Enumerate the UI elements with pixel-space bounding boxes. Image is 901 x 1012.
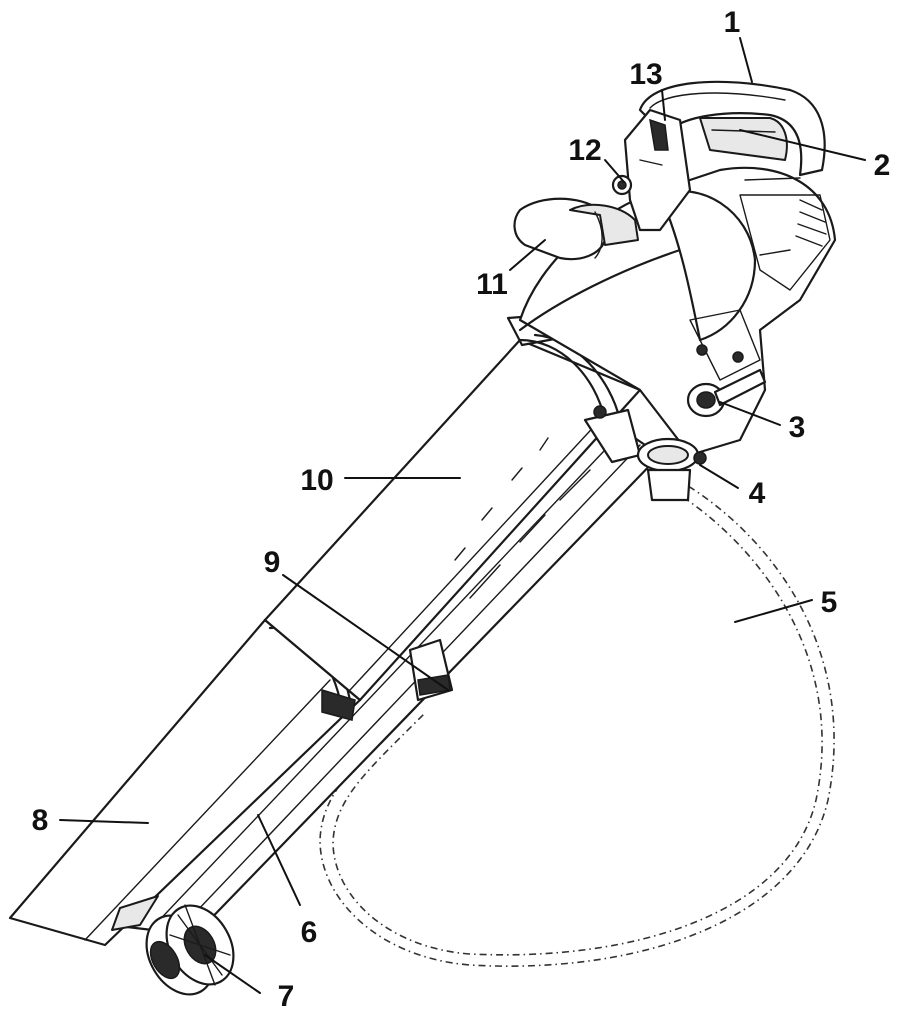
leader-7 (204, 954, 261, 994)
leader-3 (719, 401, 781, 426)
bag-connector (636, 437, 707, 502)
leader-6 (257, 814, 301, 906)
callout-labels: 1 2 3 4 5 6 7 8 9 10 11 12 13 (32, 6, 891, 1012)
wheel (145, 904, 235, 996)
leader-9 (282, 574, 449, 691)
leader-4 (699, 464, 739, 489)
callout-11: 11 (476, 268, 508, 301)
callout-3: 3 (789, 411, 806, 444)
leader-lines (59, 37, 866, 994)
callout-13: 13 (629, 58, 662, 91)
callout-8: 8 (32, 804, 49, 837)
callout-6: 6 (301, 916, 318, 949)
callout-9: 9 (264, 546, 281, 579)
selector-and-switch (611, 108, 692, 232)
leader-13 (661, 89, 666, 121)
callout-12: 12 (568, 134, 601, 167)
handle (638, 80, 826, 177)
callout-2: 2 (874, 149, 891, 182)
leader-11 (509, 239, 546, 271)
leader-1 (739, 37, 753, 83)
callout-4: 4 (749, 477, 766, 510)
leader-2 (739, 129, 866, 161)
tube-clamp (506, 313, 642, 464)
upper-blow-tube (263, 338, 642, 702)
callout-10: 10 (300, 464, 333, 497)
collection-bag (319, 469, 835, 967)
leader-12 (604, 159, 625, 183)
leader-5 (734, 599, 813, 623)
control-knob (686, 368, 767, 418)
auxiliary-handle (513, 197, 639, 261)
callout-5: 5 (821, 586, 838, 619)
callout-7: 7 (278, 980, 295, 1012)
callout-1: 1 (724, 6, 741, 39)
leader-8 (59, 819, 149, 824)
